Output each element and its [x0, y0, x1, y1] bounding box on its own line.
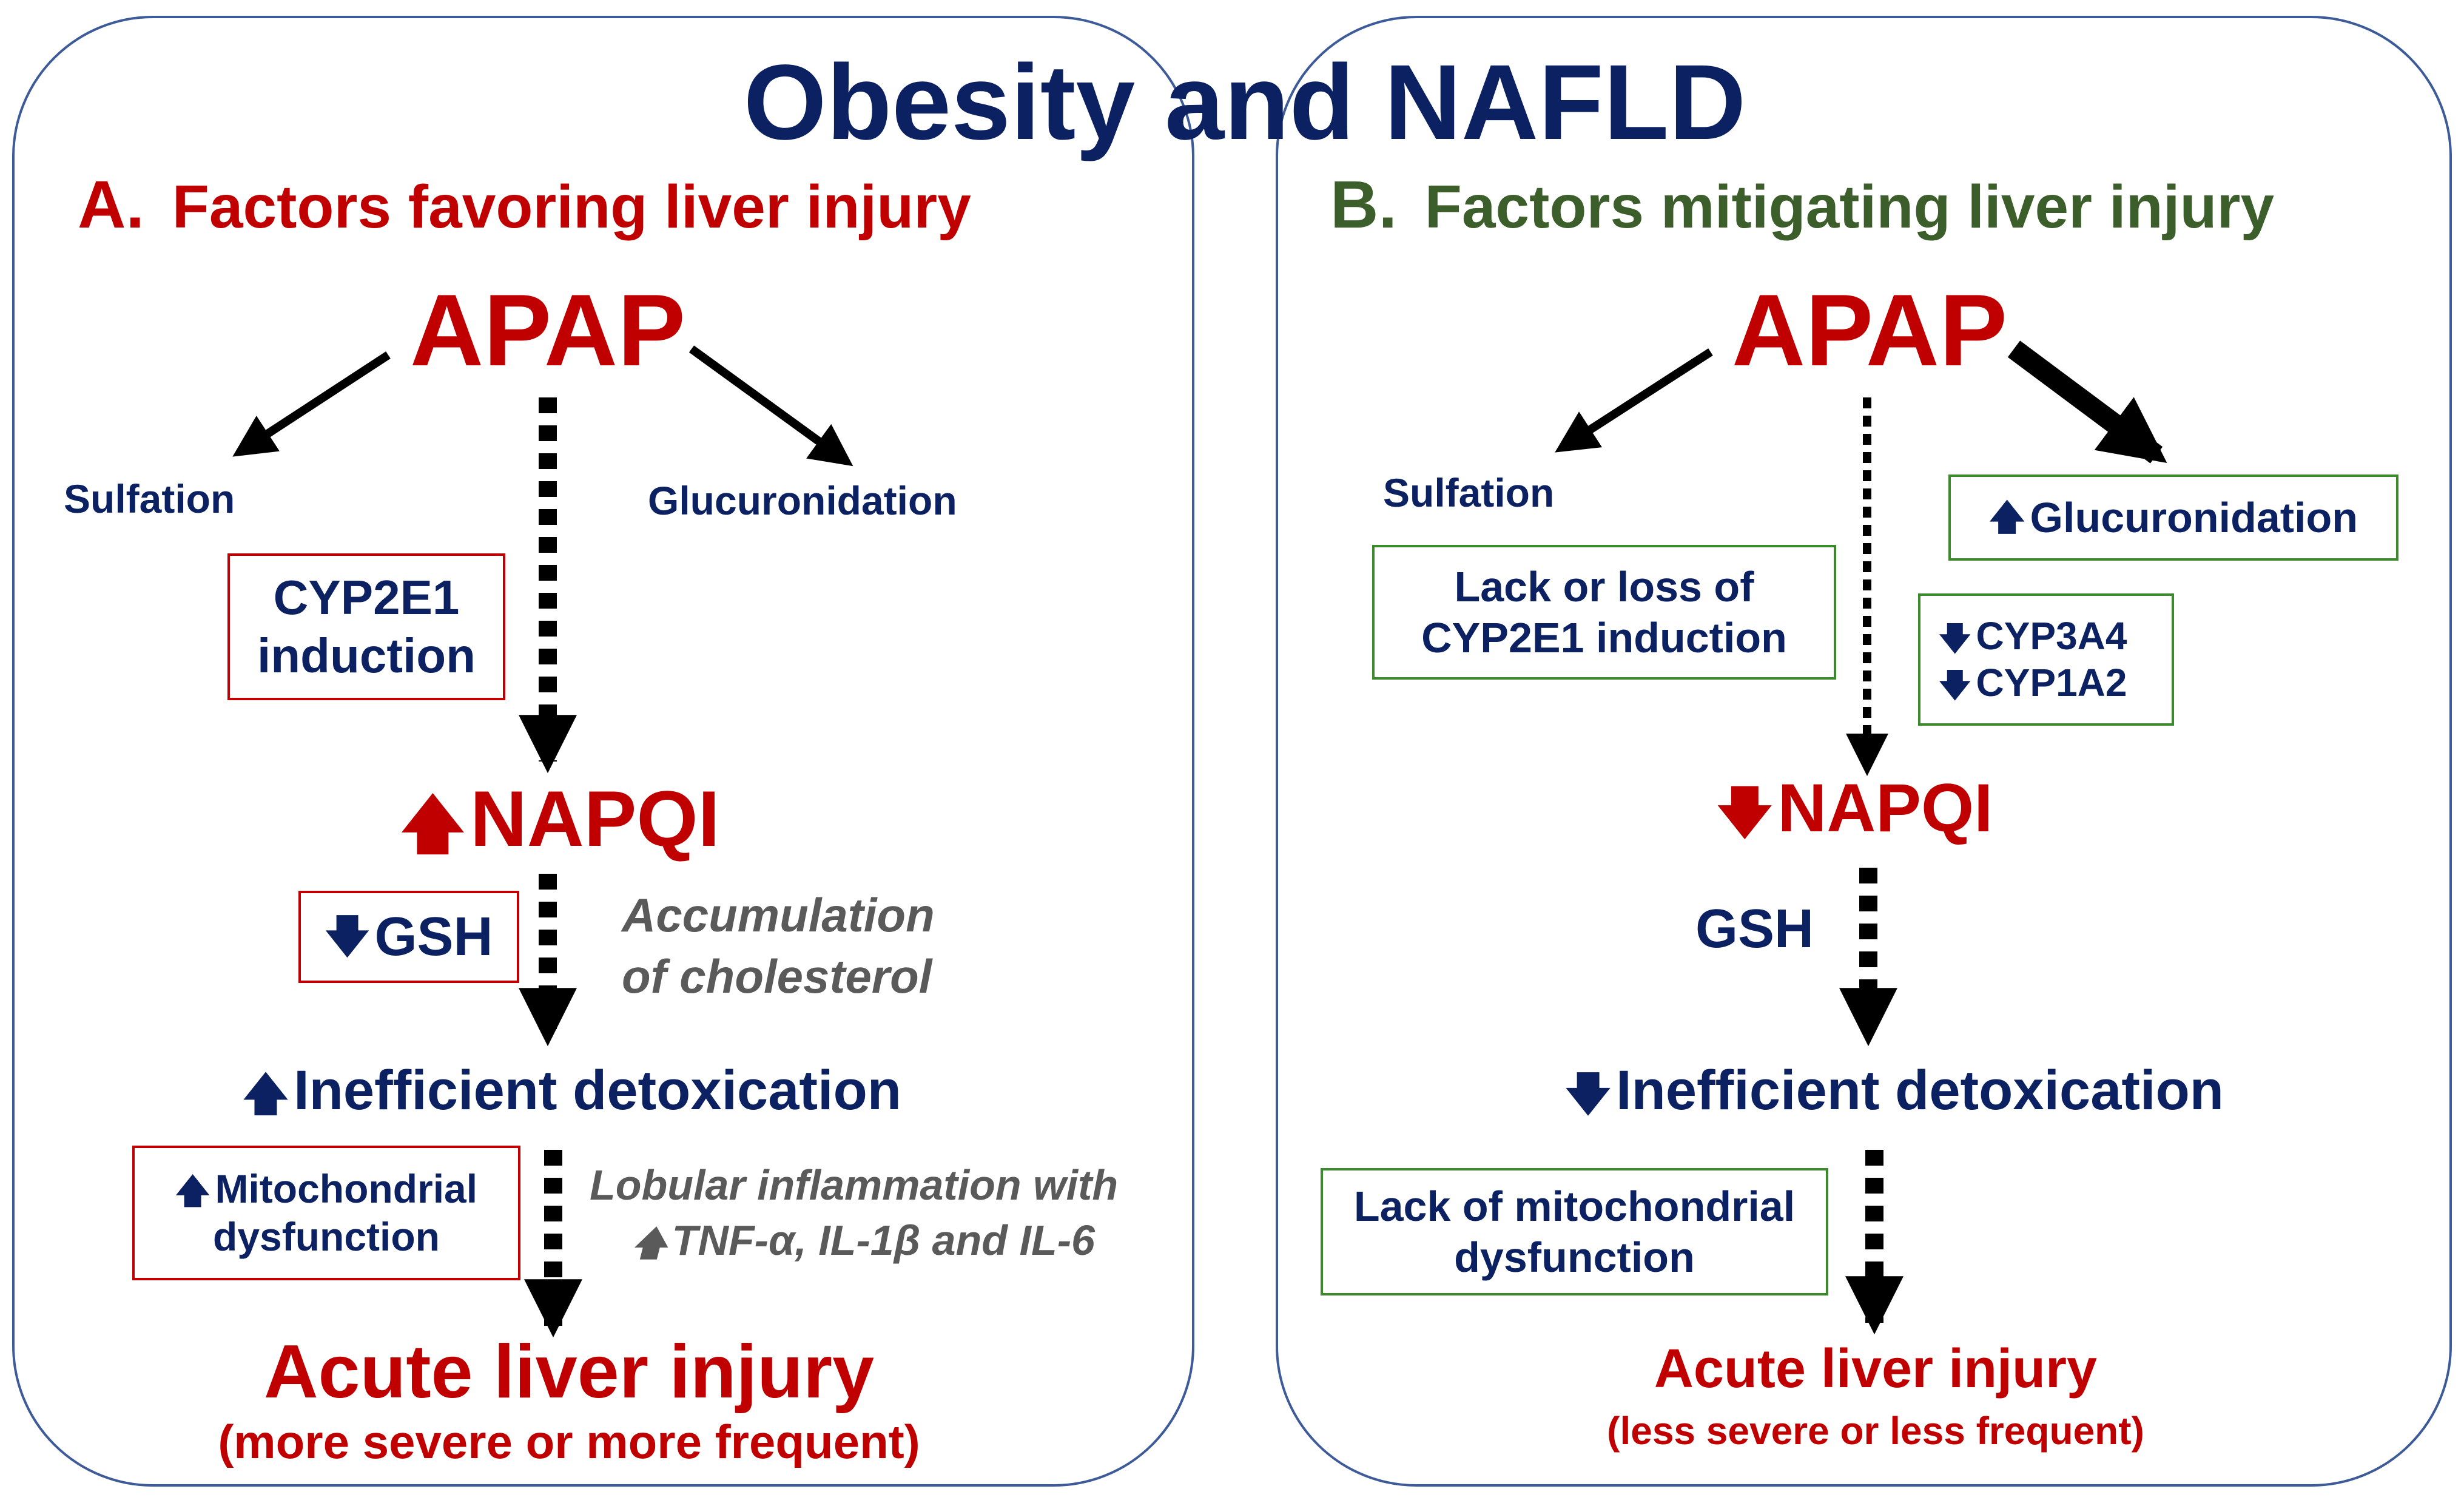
right-cyp2e1-box: Lack or loss of CYP2E1 induction [1372, 545, 1836, 680]
right-glucuronidation-box: 🡅Glucuronidation [1948, 475, 2398, 561]
right-napqi-row: 🡇NAPQI [1717, 769, 1993, 848]
right-gsh-label: GSH [1695, 899, 1814, 959]
right-apap-label: APAP [1731, 273, 2008, 387]
right-detox-label: Inefficient detoxication [1616, 1059, 2224, 1121]
right-panel-border [1276, 16, 2452, 1487]
left-inflammation-line2-row: 🡅TNF-α, IL-1β and IL-6 [590, 1213, 1118, 1268]
left-cyp2e1-line2: induction [257, 629, 476, 683]
left-mito-line2: dysfunction [213, 1214, 440, 1259]
left-panel-heading: A. Factors favoring liver injury [78, 167, 971, 244]
left-heading-text: Factors favoring liver injury [172, 173, 971, 241]
right-mito-box: Lack of mitochondrial dysfunction [1321, 1168, 1828, 1295]
right-detox-row: 🡇Inefficient detoxication [1565, 1059, 2224, 1123]
left-cyp2e1-line1: CYP2E1 [273, 570, 460, 624]
right-arrow-to-glucuronidation-thick [2007, 340, 2167, 464]
right-mito-line1: Lack of mitochondrial [1353, 1183, 1796, 1230]
left-arrow-to-glucuronidation [688, 345, 853, 467]
right-outcome-label: Acute liver injury [1654, 1339, 2098, 1399]
right-cyp3a4-row: 🡇CYP3A4 [1939, 613, 2127, 660]
right-heading-letter: B. [1330, 167, 1397, 242]
left-sulfation-label: Sulfation [64, 476, 235, 521]
left-cholesterol-line1: Accumulation [622, 888, 935, 942]
right-cyp2e1-line2: CYP2E1 induction [1421, 614, 1787, 661]
left-mito-line1-row: 🡅Mitochondrial [175, 1165, 477, 1213]
left-cholesterol-note: Accumulation of cholesterol [622, 885, 935, 1008]
left-mito-line1: Mitochondrial [215, 1166, 478, 1211]
right-arrow-to-sulfation [1555, 348, 1713, 453]
left-panel-border [12, 16, 1194, 1487]
right-cyp-box: 🡇CYP3A4 🡇CYP1A2 [1918, 593, 2174, 726]
right-panel-heading: B. Factors mitigating liver injury [1330, 167, 2274, 244]
right-glucuronidation-up-arrow-icon: 🡅 [1988, 498, 2025, 538]
right-outcome-note: (less severe or less frequent) [1607, 1409, 2144, 1453]
right-sulfation-label: Sulfation [1383, 470, 1555, 515]
left-inflammation-line1: Lobular inflammation with [590, 1161, 1119, 1209]
left-gsh-box: 🡇GSH [298, 891, 519, 983]
left-arrow-to-sulfation [232, 351, 391, 457]
right-cyp3a4-down-arrow-icon: 🡇 [1939, 621, 1971, 657]
left-napqi-row: 🡅NAPQI [400, 774, 720, 865]
right-cyp2e1-line1: Lack or loss of [1454, 563, 1754, 610]
left-detox-label: Inefficient detoxication [294, 1059, 901, 1121]
left-detox-up-arrow-icon: 🡅 [243, 1069, 289, 1119]
left-mito-box: 🡅Mitochondrial dysfunction [132, 1146, 520, 1280]
left-napqi-label: NAPQI [470, 774, 720, 863]
right-cyp1a2-down-arrow-icon: 🡇 [1939, 668, 1971, 703]
left-napqi-up-arrow-icon: 🡅 [400, 789, 465, 860]
left-cyp2e1-box: CYP2E1 induction [227, 553, 505, 700]
left-cholesterol-line2: of cholesterol [622, 950, 932, 1004]
right-napqi-down-arrow-icon: 🡇 [1717, 783, 1773, 843]
left-heading-letter: A. [78, 167, 144, 242]
right-glucuronidation-label: Glucuronidation [2030, 494, 2358, 541]
left-gsh-label: GSH [374, 907, 493, 967]
left-glucuronidation-label: Glucuronidation [648, 478, 957, 523]
left-gsh-down-arrow-icon: 🡇 [325, 912, 370, 961]
left-outcome-note: (more severe or more frequent) [218, 1415, 920, 1468]
left-inflammation-line2: TNF-α, IL-1β and IL-6 [672, 1217, 1095, 1264]
left-apap-label: APAP [409, 273, 686, 387]
left-mito-up-arrow-icon: 🡅 [175, 1171, 210, 1210]
right-detox-down-arrow-icon: 🡇 [1565, 1069, 1612, 1119]
right-cyp3a4-label: CYP3A4 [1976, 614, 2127, 658]
right-mito-line2: dysfunction [1454, 1234, 1695, 1281]
main-title: Obesity and NAFLD [743, 43, 1746, 162]
left-detox-row: 🡅Inefficient detoxication [243, 1059, 901, 1123]
right-heading-text: Factors mitigating liver injury [1424, 173, 2275, 241]
right-napqi-label: NAPQI [1777, 770, 1993, 846]
left-inflammation-up-arrow-icon: 🡅 [632, 1224, 667, 1262]
right-cyp1a2-label: CYP1A2 [1976, 661, 2127, 704]
right-cyp1a2-row: 🡇CYP1A2 [1939, 660, 2127, 706]
left-outcome-label: Acute liver injury [263, 1330, 875, 1414]
left-inflammation-note: Lobular inflammation with 🡅TNF-α, IL-1β … [590, 1158, 1118, 1268]
